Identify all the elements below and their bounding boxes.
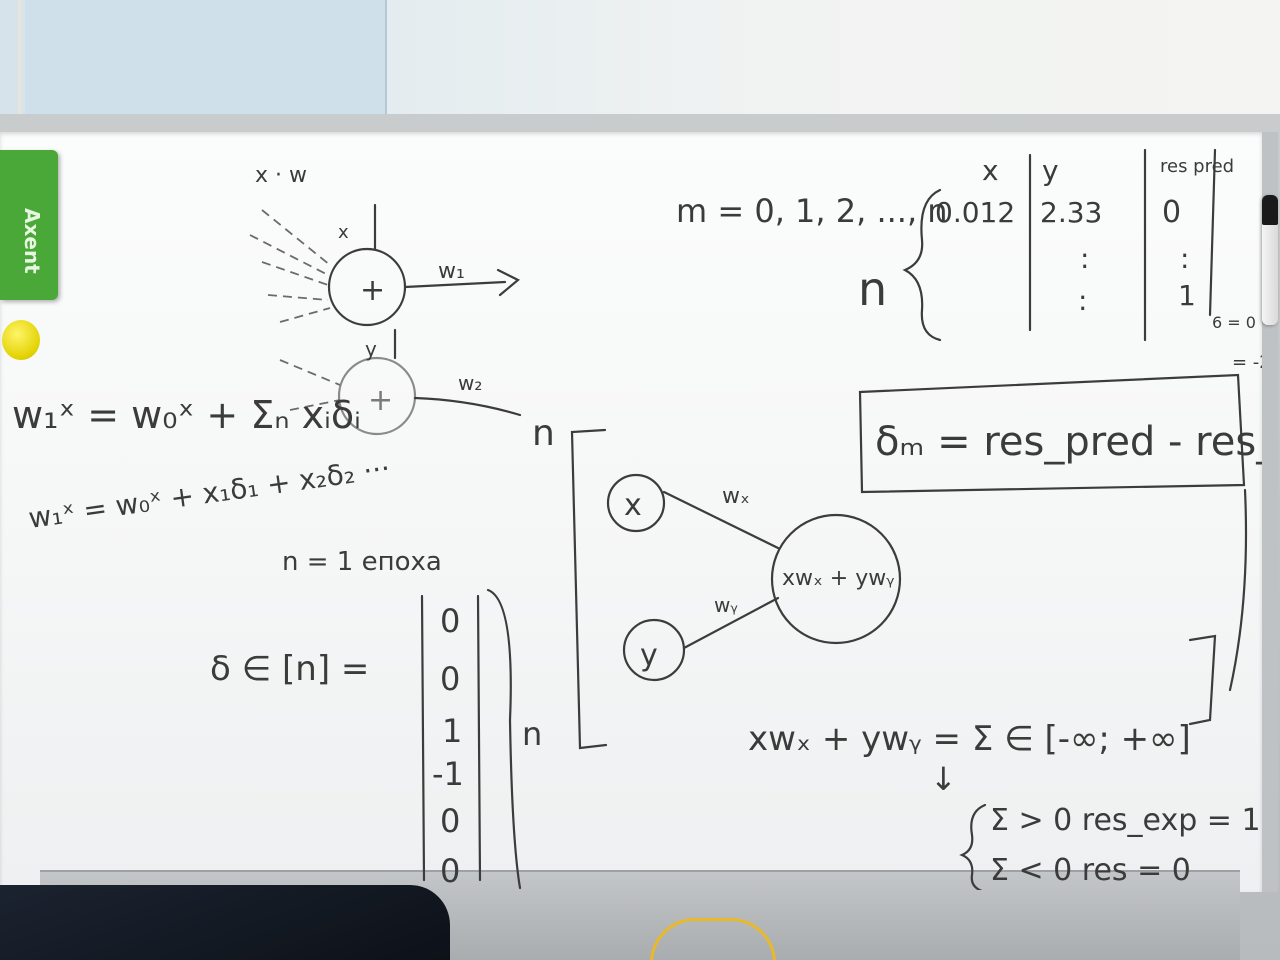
plus-bottom: +: [368, 383, 393, 418]
x-small-label: x: [338, 222, 349, 243]
brace-n-label: n: [522, 715, 542, 753]
big-bracket: [570, 428, 608, 750]
row-dot: :: [1078, 284, 1087, 317]
stroke: [289, 399, 341, 411]
row-dot: :: [1180, 242, 1189, 275]
stroke: [261, 261, 329, 286]
marker-cap: [1262, 195, 1278, 225]
vector-brace: [486, 588, 522, 890]
wall-cable: [8, 0, 21, 130]
table-head-res: res pred: [1160, 156, 1234, 177]
delta-value: 0: [440, 660, 460, 698]
neuron-bottom: [337, 356, 417, 436]
delta-vector-label: δ ∈ [n] =: [210, 649, 369, 689]
stroke: [267, 294, 329, 301]
stroke: [249, 234, 329, 276]
eraser: Axent: [0, 150, 58, 300]
six-zero: 6 = 0: [1212, 313, 1256, 332]
stroke: [279, 307, 331, 323]
table-head-x: x: [982, 154, 999, 187]
board-drawing: x · w x + w₁ y + w₂ n w₁ˣ = w₀ˣ + Σₙ xᵢδ…: [12, 148, 1262, 890]
epoch-label: n = 1 епоха: [282, 547, 442, 577]
matrix-bar: [420, 594, 426, 882]
delta-formula: δₘ = res_pred - res_exp: [875, 419, 1262, 465]
arrow-head: [496, 268, 520, 297]
delta-value: -1: [432, 755, 464, 793]
plus-top: +: [360, 273, 385, 308]
delta-value: 0: [440, 602, 460, 640]
row1-res: 0: [1162, 195, 1181, 230]
row-last-res: 1: [1178, 279, 1196, 312]
row1-y: 2.33: [1040, 196, 1102, 229]
row1-x: 0.012: [935, 196, 1015, 229]
table-n-label: n: [858, 262, 887, 316]
marker-pen: [1262, 195, 1278, 325]
sum-node-label: xwₓ + ywᵧ: [782, 566, 894, 591]
arrow-down: ↓: [930, 760, 957, 798]
w2-label: w₂: [458, 371, 482, 395]
stroke: [1228, 488, 1248, 692]
node-x-circle: [606, 473, 666, 533]
m-range: m = 0, 1, 2, ..., n: [676, 192, 948, 230]
stroke: [261, 209, 331, 266]
edge-y: [682, 596, 780, 650]
w1-label: w₁: [438, 259, 465, 284]
foreground-object: [0, 885, 450, 960]
case-positive: Σ > 0 res_exp = 1: [990, 803, 1261, 838]
table-brace: [902, 188, 942, 342]
cases-brace: [959, 803, 987, 890]
delta-box: [858, 373, 1246, 494]
update-expanded: w₁ˣ = w₀ˣ + x₁δ₁ + x₂δ₂ ···: [26, 451, 392, 534]
stroke: [403, 280, 507, 289]
neg-two: = -2: [1232, 352, 1262, 373]
wy-label: wᵧ: [714, 593, 738, 617]
wall-panel: [25, 0, 387, 118]
row-dot: :: [1080, 242, 1089, 275]
delta-value: 0: [440, 852, 460, 890]
table-head-y: y: [1042, 154, 1059, 187]
matrix-bar: [476, 594, 482, 882]
table-line: [1208, 148, 1217, 317]
range-bracket: [1188, 634, 1217, 726]
edge-x: [662, 490, 780, 550]
update-rule: w₁ˣ = w₀ˣ + Σₙ xᵢδᵢ: [12, 393, 361, 437]
input-label: x · w: [255, 163, 307, 188]
yellow-magnet: [2, 320, 40, 360]
node-x-label: x: [624, 488, 642, 523]
wx-label: wₓ: [722, 484, 750, 509]
case-negative: Σ < 0 res = 0: [990, 853, 1191, 888]
stroke: [413, 396, 522, 417]
delta-value: 1: [442, 712, 462, 750]
y-small-label: y: [365, 337, 377, 361]
sum-equation: xwₓ + ywᵧ = Σ ∈ [-∞; +∞]: [748, 719, 1191, 759]
node-y-label: y: [640, 638, 658, 673]
stroke: [279, 359, 341, 386]
delta-value: 0: [440, 802, 460, 840]
whiteboard-surface: [0, 132, 1278, 892]
node-y-circle: [622, 618, 686, 682]
sum-node-circle: [770, 513, 902, 645]
n-label: n: [532, 413, 555, 454]
